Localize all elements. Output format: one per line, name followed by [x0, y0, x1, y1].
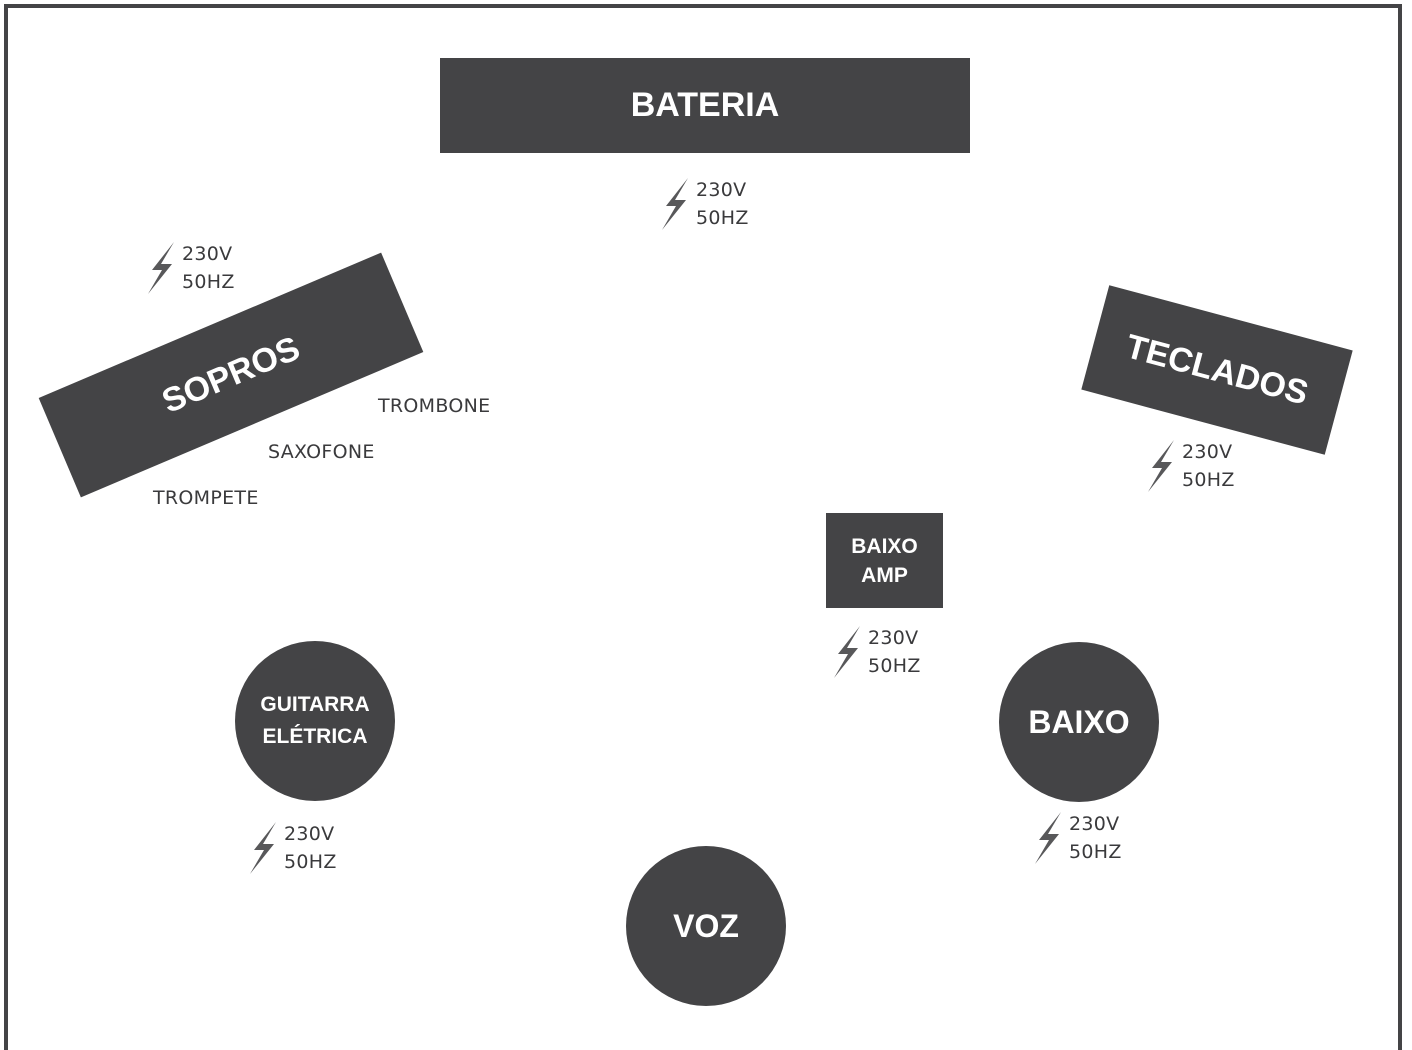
bateria-block: BATERIA [440, 58, 970, 153]
lightning-bolt-icon [1035, 812, 1061, 864]
power-frequency: 50HZ [868, 655, 921, 677]
instrument-trompete: TROMPETE [153, 487, 259, 509]
power-frequency: 50HZ [284, 851, 337, 873]
voz-label: VOZ [673, 907, 739, 944]
stage-plot: BATERIA 230V 50HZ SOPROS 230V 50HZ TROMB… [4, 4, 1402, 1050]
bateria-label: BATERIA [630, 86, 780, 124]
power-frequency: 50HZ [1069, 841, 1122, 863]
power-frequency: 50HZ [1182, 469, 1235, 491]
power-voltage: 230V [1069, 813, 1120, 835]
baixo-circle: BAIXO [999, 642, 1159, 802]
voz-circle: VOZ [626, 846, 786, 1006]
baixo-amp-label-line1: BAIXO [851, 534, 918, 558]
power-outlet-bateria: 230V 50HZ [658, 176, 749, 232]
power-frequency: 50HZ [182, 271, 235, 293]
lightning-bolt-icon [834, 626, 860, 678]
power-frequency: 50HZ [696, 207, 749, 229]
power-voltage: 230V [696, 179, 747, 201]
lightning-bolt-icon [1148, 440, 1174, 492]
guitarra-label-line1: GUITARRA [260, 693, 370, 716]
instrument-trombone: TROMBONE [378, 395, 491, 417]
power-outlet-guitarra: 230V 50HZ [246, 820, 337, 876]
power-voltage: 230V [284, 823, 335, 845]
baixo-amp-block: BAIXO AMP [826, 513, 943, 608]
guitarra-label-line2: ELÉTRICA [262, 725, 368, 748]
power-outlet-baixo-amp: 230V 50HZ [830, 624, 921, 680]
power-voltage: 230V [868, 627, 919, 649]
power-voltage: 230V [1182, 441, 1233, 463]
teclados-block: TECLADOS [1081, 285, 1353, 455]
sopros-label: SOPROS [156, 328, 306, 421]
teclados-label: TECLADOS [1121, 326, 1313, 413]
power-outlet-sopros: 230V 50HZ [144, 240, 235, 296]
baixo-label: BAIXO [1028, 703, 1130, 740]
power-outlet-baixo: 230V 50HZ [1031, 810, 1122, 866]
lightning-bolt-icon [662, 178, 688, 230]
power-voltage: 230V [182, 243, 233, 265]
baixo-amp-label-line2: AMP [861, 563, 908, 587]
guitarra-eletrica-circle: GUITARRA ELÉTRICA [235, 641, 395, 801]
instrument-saxofone: SAXOFONE [268, 441, 375, 463]
power-outlet-teclados: 230V 50HZ [1144, 438, 1235, 494]
lightning-bolt-icon [148, 242, 174, 294]
lightning-bolt-icon [250, 822, 276, 874]
